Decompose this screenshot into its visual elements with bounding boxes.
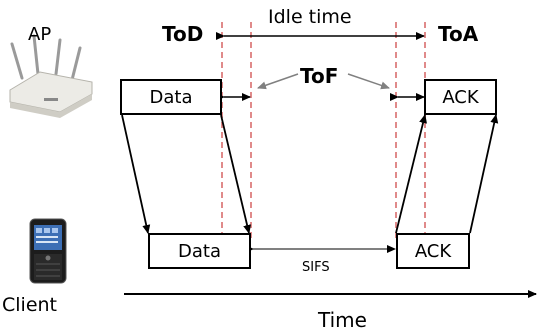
client-data-frame: Data bbox=[148, 233, 251, 269]
ap-data-frame: Data bbox=[120, 79, 222, 115]
data-propagation-arrow-start bbox=[121, 114, 151, 234]
tof-arrow-left bbox=[257, 73, 299, 90]
toa-label: ToA bbox=[438, 22, 479, 46]
smartphone-icon bbox=[29, 218, 67, 284]
data-propagation-arrow-end bbox=[220, 114, 252, 234]
ap-data-frame-label: Data bbox=[149, 86, 193, 108]
ack-propagation-arrow-start bbox=[395, 114, 427, 234]
ack-propagation-arrow-end bbox=[469, 114, 499, 234]
tof-arrow-right bbox=[347, 73, 390, 90]
tof-label: ToF bbox=[300, 64, 339, 88]
wireless-access-point-icon bbox=[9, 34, 93, 118]
ap-label: AP bbox=[28, 24, 52, 45]
ap-ack-frame-label: ACK bbox=[442, 86, 479, 108]
tod-label: ToD bbox=[162, 22, 204, 46]
client-ack-frame-label: ACK bbox=[414, 240, 452, 262]
sifs-label: SIFS bbox=[302, 260, 330, 275]
ap-ack-frame: ACK bbox=[424, 79, 497, 115]
idle-time-label: Idle time bbox=[268, 6, 352, 28]
client-data-frame-label: Data bbox=[178, 240, 221, 262]
time-axis-label: Time bbox=[318, 308, 367, 332]
client-ack-frame: ACK bbox=[396, 233, 470, 269]
client-label: Client bbox=[2, 294, 58, 316]
